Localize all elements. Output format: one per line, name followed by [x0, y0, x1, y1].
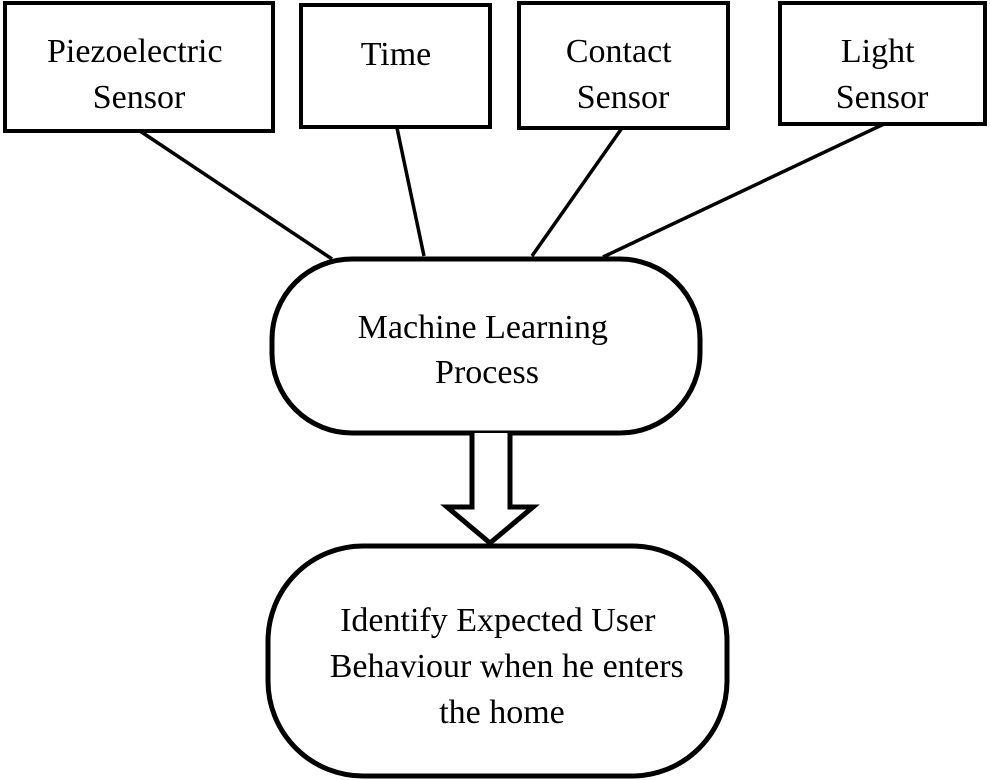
- sensor-label-line: Sensor: [93, 79, 186, 116]
- connector-light: [602, 122, 885, 259]
- connector-time: [395, 127, 426, 257]
- sensor-box-piezoelectric: Piezoelectric Sensor: [3, 1, 275, 133]
- output-label-line: the home: [439, 694, 565, 731]
- sensor-box-time: Time: [299, 3, 492, 129]
- sensor-label-line: Light: [841, 33, 915, 70]
- output-label-line: Identify Expected User: [340, 602, 656, 639]
- process-label-line: Machine Learning: [358, 309, 608, 346]
- connector-contact: [530, 126, 624, 258]
- output-label-line: Behaviour when he enters: [330, 648, 684, 685]
- svg-text:Identify Expected User B: Identify Expected User Behaviour when he…: [330, 602, 693, 731]
- svg-text:Light Sensor: Light Sensor: [836, 33, 929, 116]
- sensor-label-line: Sensor: [577, 79, 670, 116]
- svg-text:Machine Learning Process: Machine Learning Process: [358, 309, 617, 391]
- sensor-label-line: Contact: [566, 33, 672, 70]
- sensor-label-line: Piezoelectric: [47, 33, 223, 70]
- sensor-label-line: Sensor: [836, 79, 929, 116]
- connector-piezo: [139, 129, 333, 261]
- svg-text:Time: Time: [361, 36, 432, 73]
- sensor-label-line: Time: [361, 36, 432, 73]
- sensor-box-contact: Contact Sensor: [517, 1, 730, 130]
- process-label-line: Process: [435, 354, 539, 391]
- down-arrow-icon: [440, 433, 540, 547]
- svg-text:Contact Sensor: Contact Sensor: [566, 33, 680, 116]
- svg-text:Piezoelectric Sensor: Piezoelectric Sensor: [47, 33, 231, 116]
- process-box: Machine Learning Process: [269, 256, 703, 436]
- output-box: Identify Expected User Behaviour when he…: [265, 543, 730, 779]
- sensor-box-light: Light Sensor: [778, 1, 987, 126]
